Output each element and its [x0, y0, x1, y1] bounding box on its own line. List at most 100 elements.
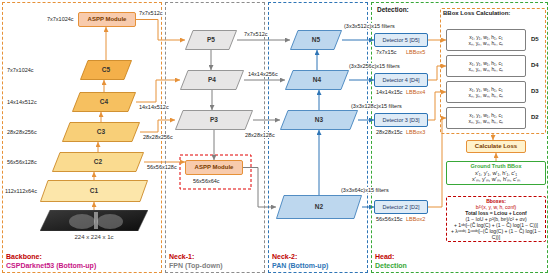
layer-shape — [176, 111, 253, 130]
node-text-group: x₁, y₁, w₁, h₁, c₁xₙ, yₙ, wₙ, hₙ, cₙ — [447, 33, 525, 47]
dimension-label: 7x7x1024c — [6, 67, 35, 73]
layer-shape — [277, 196, 362, 219]
layer-shape — [41, 181, 148, 202]
edge-label: 14x14x512c — [138, 104, 170, 110]
edge-label: 7x7x512c — [138, 10, 164, 16]
connector — [136, 20, 185, 41]
node-text-group: C2 — [52, 152, 144, 172]
layer-shape — [63, 123, 140, 142]
connector — [140, 120, 175, 132]
node-text: x₁, y₁, w₁, h₁, c₁ — [449, 60, 523, 66]
layer-shape — [286, 71, 349, 90]
node-text-group: Detector 5 [D5] — [375, 36, 427, 45]
node-text: C5 — [102, 66, 110, 74]
detector-box: Detector 3 [D3] — [374, 113, 428, 127]
node-text-group: P5 — [185, 30, 237, 50]
edge-label: (3x3x64c)x15 filters — [340, 187, 390, 193]
region-heading: CSPDarknet53 (Bottom-up) — [6, 262, 96, 270]
section-label: Detection: — [376, 6, 410, 13]
connector — [94, 202, 95, 210]
dimension-label: 14x14x512c — [6, 99, 38, 105]
node-text: C3 — [97, 128, 105, 136]
node-text-group: N3 — [280, 110, 358, 130]
edge-label: 7x7x512c — [243, 31, 269, 37]
node-text: BBox Loss Calculation: — [443, 10, 543, 17]
connector — [253, 120, 280, 121]
connector — [214, 130, 215, 160]
node-text: + λⁿᵒᵒᵇʲ 1ⁿᵒᵒᵇʲ[−(Ĉ log(C) + (1 − Ĉ) log… — [449, 228, 543, 240]
connector — [211, 50, 212, 70]
node-text: (1 − IoU + ρ²(b, bᵍᵗ)/c² + αv) — [449, 216, 543, 222]
layer-shape — [53, 153, 144, 172]
region-heading: Neck-2: — [272, 253, 328, 261]
connector — [428, 40, 446, 41]
node-text-group: C4 — [72, 92, 136, 112]
dimension-label: 112x112x64c — [4, 188, 38, 194]
region-heading: FPN (Top-down) — [169, 262, 223, 270]
edge-label: (3x3x128c)x15 filters — [350, 103, 403, 109]
node-text-group: Head:Detection — [375, 253, 407, 270]
node-text-group: Detector 3 [D3] — [375, 116, 427, 125]
node-text-group: x₁, y₁, w₁, h₁, c₁xₙ, yₙ, wₙ, hₙ, cₙ — [447, 111, 525, 125]
node-text: P4 — [208, 76, 216, 84]
node-text-group: ASPP Module — [186, 163, 242, 172]
edge-label: LBBox5 — [405, 49, 426, 55]
node-text: Detector 5 [D5] — [377, 37, 425, 44]
input-image: 224 x 224 x 1c — [40, 210, 148, 241]
region-heading: Neck-1: — [169, 253, 223, 261]
node-text: bᵢᴰ(x, y, w, h, conf) — [449, 204, 543, 210]
connector — [136, 80, 180, 102]
node-text-group: N2 — [276, 195, 362, 219]
node-text-group: C1 — [40, 180, 148, 202]
aspp-module-box: ASPP Module — [78, 12, 136, 27]
layer-shape — [181, 71, 244, 90]
connector — [319, 90, 320, 110]
connector — [362, 207, 374, 208]
connector — [243, 168, 276, 208]
detector-box: Detector 2 [D2] — [374, 200, 428, 214]
feature-map-layer: C4 — [72, 92, 136, 112]
node-text: xₙ, yₙ, wₙ, hₙ, cₙ — [449, 66, 523, 72]
node-text-group: ASPP Module — [79, 15, 135, 24]
layer-shape — [73, 93, 136, 112]
node-text: Calculate Loss — [469, 143, 523, 150]
node-text: C4 — [100, 98, 108, 106]
feature-map-layer: C2 — [52, 152, 144, 172]
region-heading: Backbone: — [6, 253, 96, 261]
connector — [342, 40, 374, 41]
node-text: x'ₘ, y'ₘ, w'ₘ, h'ₘ, c'ₘ — [449, 176, 543, 183]
layer-shape — [291, 31, 342, 50]
feature-map-layer: N5 — [290, 30, 342, 50]
node-text: Detector 4 [D4] — [377, 77, 425, 84]
connector — [212, 90, 213, 110]
node-text: ASPP Module — [188, 164, 240, 171]
dimension-label: 56x56x15c — [375, 216, 404, 222]
dimension-label: 14x14x15c — [375, 89, 404, 95]
node-text: C2 — [94, 158, 102, 166]
lung-shape — [97, 214, 123, 229]
dimension-label: 28x28x256c — [6, 129, 38, 135]
xray-frame — [40, 210, 148, 231]
node-text: x₁, y₁, w₁, h₁, c₁ — [449, 112, 523, 118]
layer-shape — [186, 31, 237, 50]
detector-box: Detector 4 [D4] — [374, 73, 428, 87]
connector — [94, 172, 95, 180]
edge-label: 56x56x128c — [146, 164, 178, 170]
node-text: + 1ᵒᵇʲ[−(Ĉ log(C) + (1 − Ĉ) log(1 − C))] — [449, 222, 543, 228]
connector — [237, 40, 290, 41]
node-text-group: N4 — [285, 70, 349, 90]
node-text: C1 — [90, 187, 98, 195]
node-text: x'₁, y'₁, w'₁, h'₁, c'₁ — [449, 170, 543, 177]
node-text: P3 — [210, 116, 218, 124]
node-text: P5 — [207, 36, 215, 44]
node-text: ASPP Module — [81, 16, 133, 23]
connector — [428, 66, 446, 80]
edge-label: LBBox2 — [405, 216, 426, 222]
node-text: xₙ, yₙ, wₙ, hₙ, cₙ — [449, 118, 523, 124]
calculate-loss-box: Calculate Loss — [466, 140, 526, 153]
prediction-card: x₁, y₁, w₁, h₁, c₁xₙ, yₙ, wₙ, hₙ, cₙ — [446, 81, 526, 103]
head-region: Head:Detection Detector 5 [D5] Detector 4 … — [371, 2, 548, 273]
xray-picture — [40, 210, 148, 231]
feature-map-layer: N4 — [285, 70, 349, 90]
